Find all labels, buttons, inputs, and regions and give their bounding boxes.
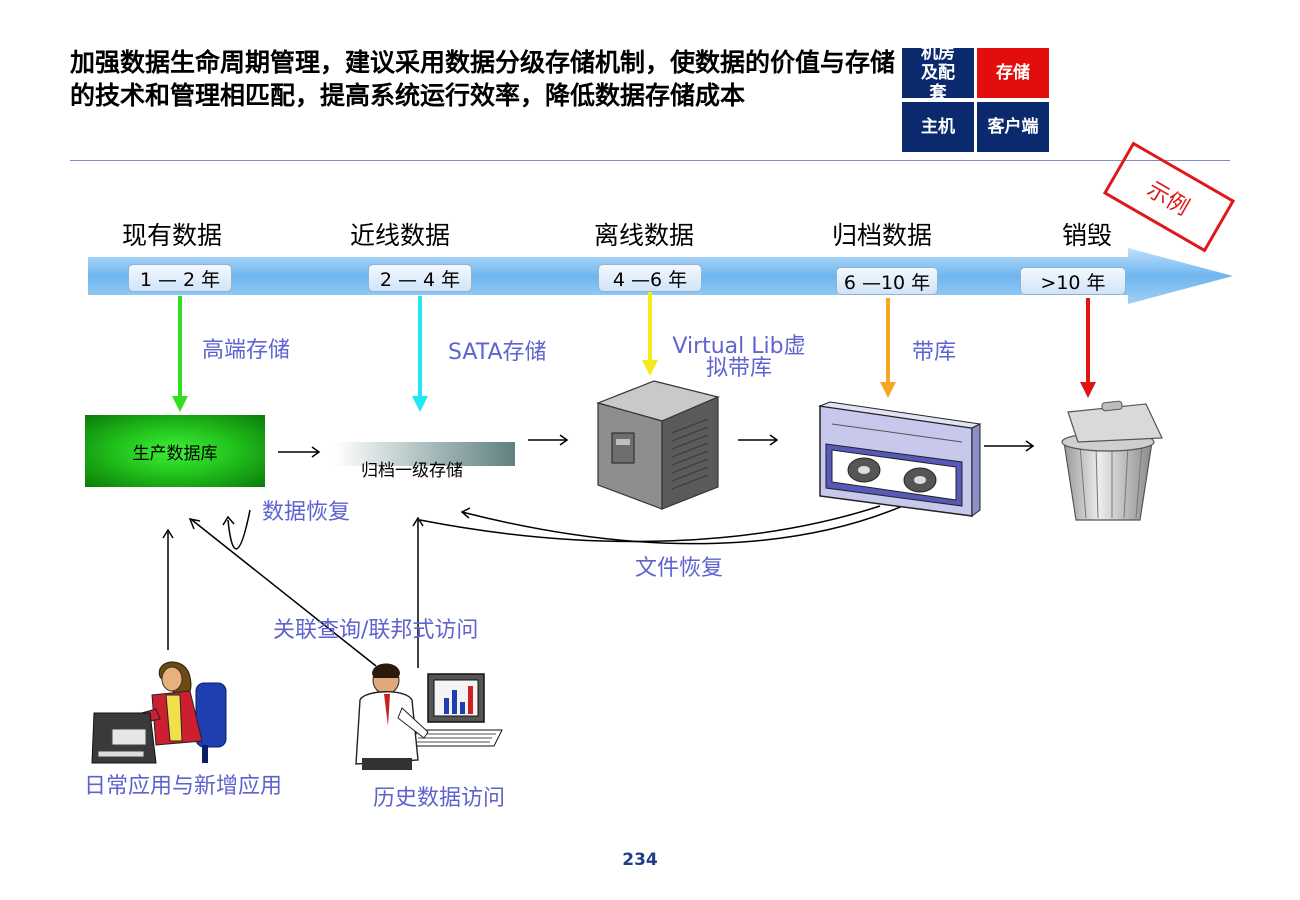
label-data-recovery: 数据恢复 (262, 500, 351, 525)
recovery-curves (222, 504, 906, 550)
category-host: 主机 (902, 102, 974, 152)
category-facilities-label: 机房及配套 (921, 43, 955, 103)
year-tag-1-2: 1 — 2 年 (128, 264, 232, 292)
page-title: 加强数据生命周期管理，建议采用数据分级存储机制，使数据的价值与存储的技术和管理相… (70, 48, 896, 110)
archive-level1-label: 归档一级存储 (361, 461, 463, 481)
access-arrows (162, 516, 424, 668)
category-storage-label: 存储 (996, 63, 1030, 83)
arrow-sata (412, 296, 428, 412)
archive-level1-block: 归档一级存储 (335, 442, 515, 481)
year-tag-6-10: 6 —10 年 (836, 267, 938, 295)
label-federated-query: 关联查询/联邦式访问 (273, 618, 479, 643)
stage-nearline-data: 近线数据 (350, 221, 451, 250)
trash-can-icon (1061, 400, 1163, 521)
category-host-label: 主机 (921, 117, 955, 137)
arrow-tape (880, 298, 896, 398)
category-grid: 机房及配套 存储 主机 客户端 (901, 43, 1051, 157)
category-facilities: 机房及配套 (902, 43, 974, 103)
page-number: 234 (622, 850, 658, 870)
category-client-label: 客户端 (987, 117, 1039, 137)
title-divider (70, 160, 1230, 161)
label-sata-storage: SATA存储 (448, 340, 547, 365)
office-worker-icon (91, 661, 227, 764)
label-tape-library: 带库 (912, 340, 957, 365)
stage-archive-data: 归档数据 (832, 221, 933, 250)
label-virtual-tape-library: Virtual Lib虚拟带库 (672, 334, 806, 381)
category-storage: 存储 (977, 48, 1049, 98)
label-file-recovery: 文件恢复 (635, 556, 724, 581)
server-icon (596, 380, 720, 510)
label-high-end-storage: 高端存储 (202, 338, 291, 363)
arrow-vtl (642, 292, 658, 376)
label-daily-applications: 日常应用与新增应用 (84, 774, 283, 799)
analyst-icon (355, 663, 503, 770)
stage-destroy: 销毁 (1062, 221, 1113, 250)
production-database-block: 生产数据库 (85, 415, 265, 487)
production-database-label: 生产数据库 (132, 443, 218, 464)
stage-offline-data: 离线数据 (594, 221, 695, 250)
arrow-high-end (172, 296, 188, 412)
year-tag-2-4: 2 — 4 年 (368, 264, 472, 292)
flow-arrows (278, 434, 1035, 458)
year-tag-over-10: >10 年 (1020, 267, 1126, 295)
arrow-destroy (1080, 298, 1096, 398)
tape-library-icon (818, 401, 982, 517)
stage-current-data: 现有数据 (122, 221, 223, 250)
label-history-data-access: 历史数据访问 (373, 786, 506, 811)
category-client: 客户端 (977, 102, 1049, 152)
year-tag-4-6: 4 —6 年 (598, 264, 702, 292)
